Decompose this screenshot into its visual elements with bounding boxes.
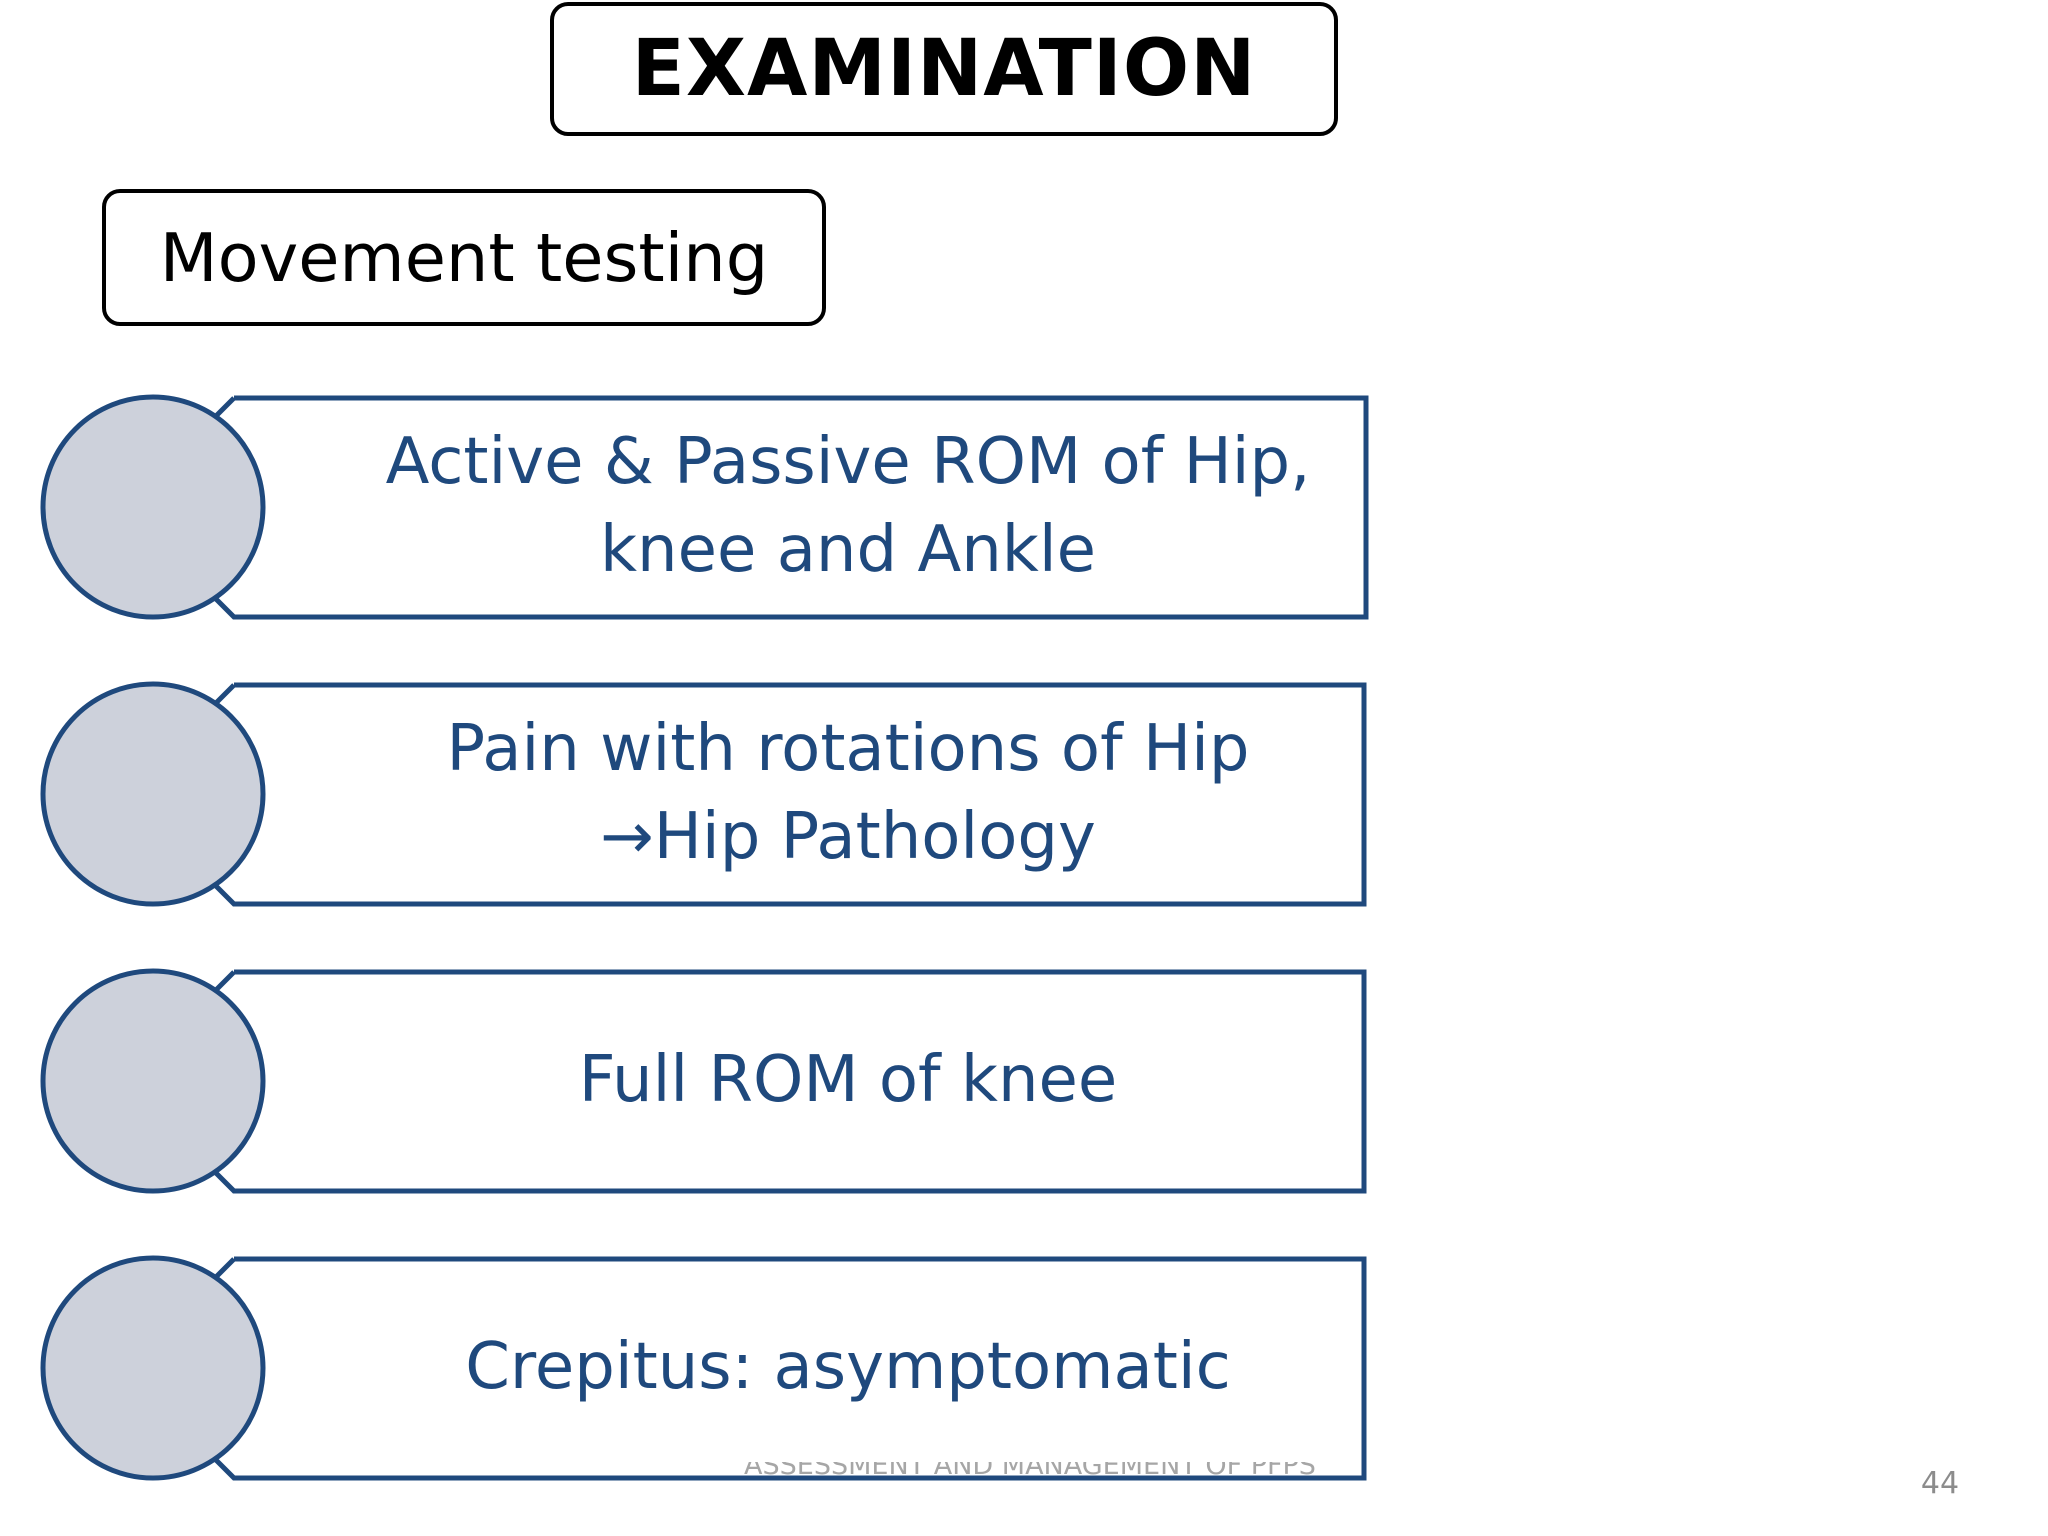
list-item-text: Crepitus: asymptomatic <box>465 1330 1231 1404</box>
list-item-text: Active & Passive ROM of Hip, knee and An… <box>385 425 1311 587</box>
list-item: Active & Passive ROM of Hip, knee and An… <box>38 394 1369 621</box>
item-shape <box>40 1255 1367 1481</box>
section-subtitle: Movement testing <box>102 189 826 326</box>
list-item-text: Full ROM of knee <box>578 1043 1118 1117</box>
circle-bullet-icon <box>40 681 266 907</box>
list-item: Full ROM of knee <box>38 968 1367 1195</box>
list-item: Pain with rotations of Hip →Hip Patholog… <box>38 681 1367 908</box>
item-shape <box>40 681 1367 907</box>
list-item: Crepitus: asymptomatic <box>38 1255 1367 1482</box>
circle-bullet-icon <box>40 394 266 620</box>
slide-title-text: EXAMINATION <box>631 24 1257 114</box>
list-item-text: Pain with rotations of Hip →Hip Patholog… <box>446 712 1250 874</box>
slide-footer: ASSESSMENT AND MANAGEMENT OF PFPS <box>720 1462 1340 1502</box>
item-shape <box>40 968 1367 1194</box>
slide-title: EXAMINATION <box>550 2 1338 136</box>
circle-bullet-icon <box>40 1255 266 1481</box>
slide-footer-text: ASSESSMENT AND MANAGEMENT OF PFPS <box>744 1462 1316 1481</box>
page-number: 44 <box>1920 1466 1960 1501</box>
circle-bullet-icon <box>40 968 266 1194</box>
item-shape <box>40 394 1369 620</box>
section-subtitle-text: Movement testing <box>159 218 769 297</box>
